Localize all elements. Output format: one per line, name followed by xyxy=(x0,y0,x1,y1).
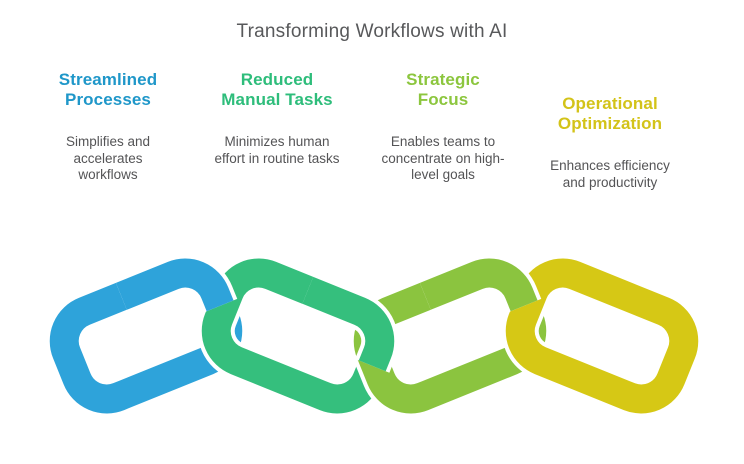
feature-column-reduced-manual-tasks: Reduced Manual Tasks Minimizes human eff… xyxy=(197,70,357,167)
feature-column-strategic-focus: Strategic Focus Enables teams to concent… xyxy=(363,70,523,184)
chain-link-yellow-icon xyxy=(511,263,694,408)
feature-heading: Streamlined Processes xyxy=(58,70,158,109)
feature-description: Enables teams to concentrate on high-lev… xyxy=(381,134,505,182)
feature-description: Minimizes human effort in routine tasks xyxy=(214,134,340,166)
feature-heading: Operational Optimization xyxy=(557,94,663,133)
diagram-title: Transforming Workflows with AI xyxy=(236,21,508,42)
feature-description: Enhances efficiency and productivity xyxy=(550,158,670,190)
feature-description: Simplifies and accelerates workflows xyxy=(65,134,151,182)
feature-column-streamlined-processes: Streamlined Processes Simplifies and acc… xyxy=(28,70,188,184)
feature-column-operational-optimization: Operational Optimization Enhances effici… xyxy=(528,94,692,191)
feature-heading: Strategic Focus xyxy=(406,70,480,109)
feature-heading: Reduced Manual Tasks xyxy=(221,70,333,109)
